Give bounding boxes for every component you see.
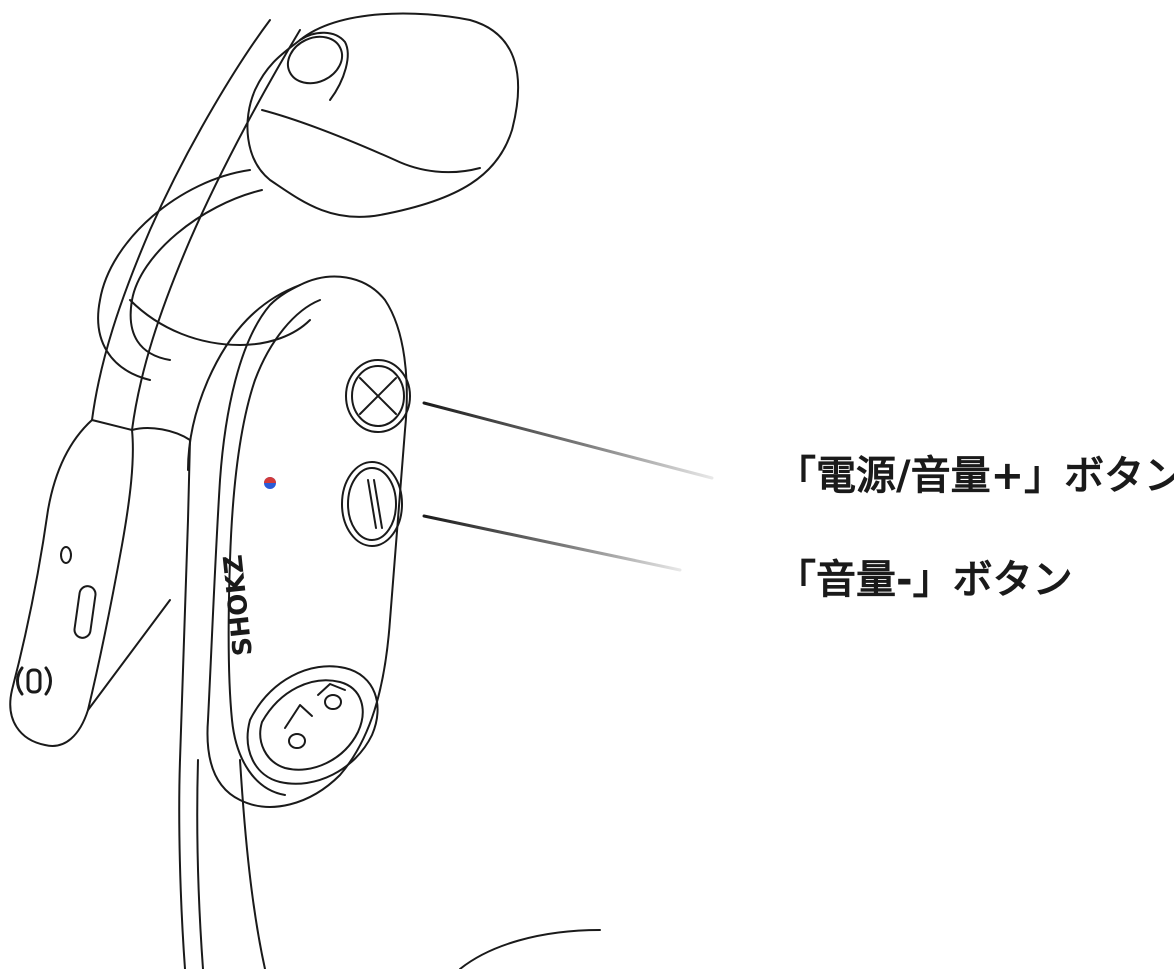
led-indicator	[264, 477, 276, 489]
control-module	[206, 275, 408, 808]
transducer-pad	[246, 12, 520, 218]
callout-line-volume-down	[422, 514, 682, 572]
callout-line-power	[422, 401, 714, 480]
ear-hook	[91, 19, 271, 421]
brand-logo: SHOKZ	[219, 553, 259, 657]
power-volume-up-label: 「電源/音量+」ボタン	[776, 453, 1174, 499]
volume-up-button	[345, 359, 411, 433]
volume-down-label: 「音量-」ボタン	[776, 557, 1073, 603]
left-module	[9, 419, 134, 747]
volume-down-button	[341, 461, 403, 547]
multifunction-button-icon	[16, 666, 52, 696]
charging-port	[246, 665, 379, 785]
